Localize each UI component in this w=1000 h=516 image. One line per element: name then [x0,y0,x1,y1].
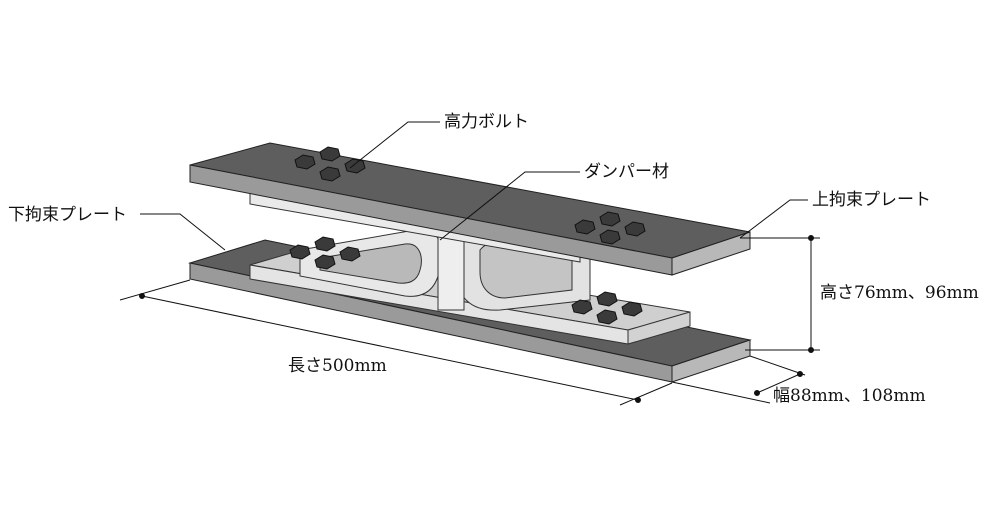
hex-bolt-icon [339,246,361,262]
label-height: 高さ76mm、96mm [820,283,979,303]
hex-bolt-icon [599,229,621,245]
width-dimension-line [756,373,801,394]
hex-bolt-icon [289,244,311,260]
hex-bolt-icon [319,166,341,182]
dimension-lines [119,235,820,406]
hex-bolt-icon [319,146,341,162]
hex-bolt-icon [344,158,366,174]
hex-bolt-icon [574,219,596,235]
label-damper: ダンパー材 [584,162,669,182]
leader-bolt [349,121,440,169]
hex-bolt-icon [314,236,336,252]
hex-bolt-icon [596,291,618,307]
label-bolt: 高力ボルト [444,112,529,132]
label-length: 長さ500mm [288,356,387,376]
bolt-group-bottom-right [571,291,643,325]
label-width: 幅88mm、108mm [773,386,926,406]
hex-bolt-icon [624,221,646,237]
hex-bolt-icon [571,299,593,315]
leader-lower-plate [140,213,226,251]
bolt-group-top-right [574,211,646,245]
leader-lines [140,121,808,251]
hex-bolt-icon [596,309,618,325]
leader-upper-plate [739,199,808,239]
bolt-group-top-left [294,146,366,182]
label-upper-plate: 上拘束プレート [812,190,931,210]
leader-damper [439,171,580,241]
hex-bolt-icon [314,254,336,270]
hex-bolt-icon [621,301,643,317]
label-lower-plate: 下拘束プレート [8,205,127,225]
hex-bolt-icon [294,154,316,170]
bolt-group-bottom-left [289,236,361,270]
length-dimension-line [141,295,639,401]
hex-bolt-icon [599,211,621,227]
